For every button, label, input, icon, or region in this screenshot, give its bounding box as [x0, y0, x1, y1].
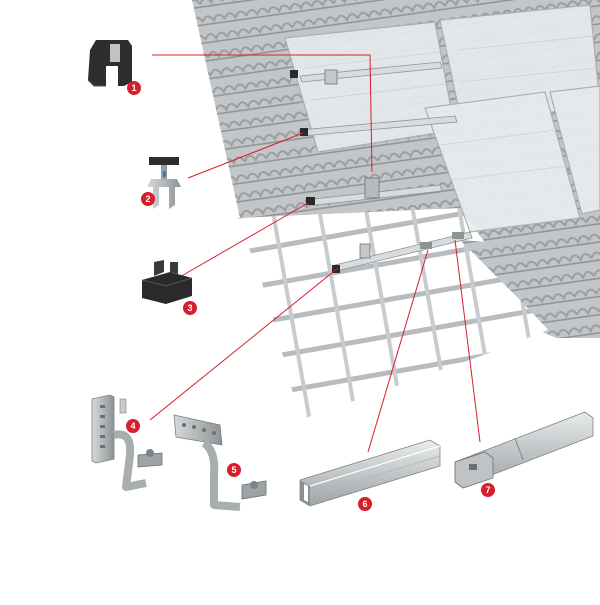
roof-hook-icon	[91, 394, 163, 491]
callout-line-6	[367, 249, 429, 453]
adjustable-roof-hook-icon	[173, 414, 267, 511]
end-clamp-icon	[87, 40, 132, 87]
rail-connector-icon	[454, 411, 594, 489]
mounting-rail-icon	[299, 439, 441, 507]
badge-part-6: 6	[358, 497, 372, 511]
badge-part-4: 4	[126, 419, 140, 433]
callout-lines	[149, 54, 481, 453]
end-cap-icon	[141, 260, 193, 304]
roof-tiles-lower	[460, 240, 600, 338]
callout-line-1	[152, 54, 373, 173]
solar-panel	[549, 85, 600, 215]
callout-line-4	[149, 267, 339, 421]
badge-part-3: 3	[183, 301, 197, 315]
roof-battens	[238, 208, 548, 420]
solar-panel	[424, 91, 581, 233]
callout-line-2	[187, 132, 304, 179]
callout-line-7	[454, 239, 481, 443]
badge-part-7: 7	[481, 483, 495, 497]
badge-part-2: 2	[141, 192, 155, 206]
badge-part-1: 1	[127, 81, 141, 95]
solar-panels	[284, 4, 600, 233]
badge-part-5: 5	[227, 463, 241, 477]
callout-line-3	[177, 202, 309, 279]
middle-clamp-icon	[147, 157, 181, 209]
mounted-components	[290, 69, 464, 273]
